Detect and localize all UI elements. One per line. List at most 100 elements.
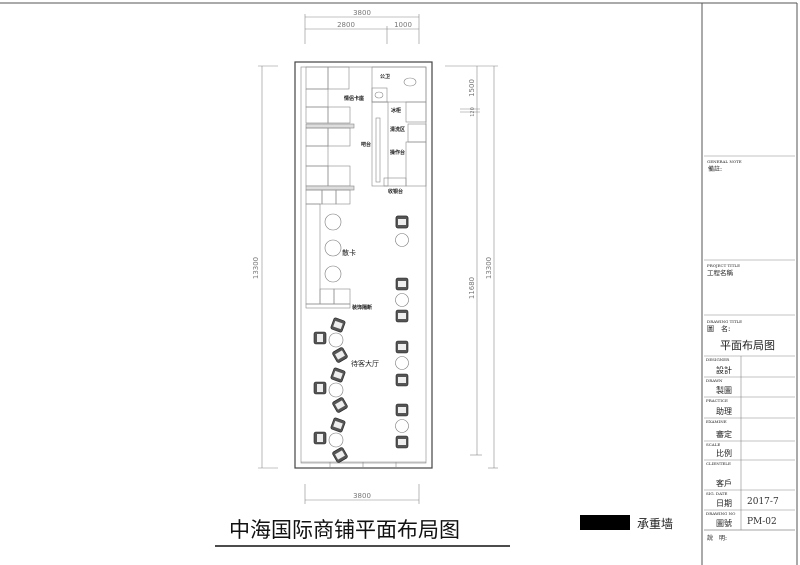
armchair-icon — [313, 381, 327, 395]
round-table — [328, 382, 344, 398]
title-block-row: DESIGNER 設計 — [704, 357, 795, 378]
floor-plan: 公卫 情侣卡座 冰柜 清洗区 吧台 操作台 收银台 散卡 装饰隔断 待客大厅 — [294, 61, 433, 469]
legend-bearing-wall-swatch — [580, 515, 630, 530]
svg-text:2800: 2800 — [337, 21, 355, 29]
title-block-row: CLIENTELE 客戶 — [704, 461, 795, 491]
row-label-zh: 圖號 — [716, 518, 732, 528]
entrance — [301, 461, 426, 468]
svg-text:公卫: 公卫 — [380, 73, 390, 80]
svg-text:DRAWING TITLE: DRAWING TITLE — [707, 319, 742, 324]
armchair-icon — [332, 347, 348, 363]
row-label-en: DRAWING NO — [706, 511, 736, 516]
armchair-icon — [395, 215, 409, 229]
round-table — [324, 213, 342, 231]
armchair-icon — [313, 431, 327, 445]
inner-wall — [300, 66, 427, 464]
round-table — [395, 419, 409, 433]
legend-bearing-wall-label: 承重墙 — [637, 517, 673, 531]
svg-text:平面布局图: 平面布局图 — [720, 339, 775, 352]
armchair-icon — [395, 277, 409, 291]
washbasin — [371, 87, 388, 103]
armchair-icon — [313, 331, 327, 345]
sink — [407, 123, 427, 143]
armchair-icon — [395, 403, 409, 417]
row-label-en: DESIGNER — [706, 357, 730, 362]
svg-text:3800: 3800 — [353, 9, 371, 17]
svg-text:3800: 3800 — [353, 492, 371, 500]
armchair-icon — [395, 373, 409, 387]
outer-wall — [294, 61, 433, 469]
dimension-top: 3800 2800 1000 — [304, 9, 420, 44]
svg-text:備註:: 備註: — [708, 165, 722, 173]
svg-text:清洗区: 清洗区 — [390, 126, 405, 133]
decorative-partition — [305, 303, 351, 309]
svg-text:收银台: 收银台 — [388, 188, 403, 195]
row-label-en: SIG. DATE — [706, 491, 727, 496]
title-block-row: PRACTICE 助理 — [704, 398, 795, 419]
title-block-row: SIG. DATE 日期 2017-7 — [704, 491, 795, 511]
round-table — [328, 332, 344, 348]
title-block: GENERAL NOTE 備註: PROJECT TITLE 工程名稱 DRAW… — [704, 155, 795, 542]
round-table — [395, 356, 409, 370]
tables-and-chairs — [313, 213, 409, 463]
row-label-en: CLIENTELE — [706, 461, 731, 466]
svg-text:吧台: 吧台 — [361, 141, 371, 148]
row-label-zh: 日期 — [716, 499, 732, 508]
svg-text:冰柜: 冰柜 — [391, 107, 401, 114]
row-label-en: SCALE — [706, 442, 720, 447]
svg-text:GENERAL NOTE: GENERAL NOTE — [707, 159, 742, 164]
dimension-right: 1500 120 11680 13300 — [445, 65, 498, 469]
row-label-en: DRAWN — [706, 378, 723, 383]
row-label-zh: 助理 — [716, 406, 732, 416]
fridge — [405, 101, 427, 123]
svg-text:工程名稱: 工程名稱 — [707, 268, 734, 277]
svg-text:13300: 13300 — [485, 257, 493, 279]
round-table — [395, 293, 409, 307]
row-label-zh: 客戶 — [716, 478, 732, 488]
basin-icon — [374, 91, 384, 99]
round-table — [328, 432, 344, 448]
svg-text:待客大厅: 待客大厅 — [351, 359, 379, 368]
svg-text:装饰隔断: 装饰隔断 — [351, 304, 372, 311]
row-label-zh: 比例 — [716, 448, 732, 458]
svg-text:1000: 1000 — [394, 21, 412, 29]
dimension-left: 13300 — [252, 65, 278, 469]
work-counter — [405, 141, 427, 187]
row-value: PM-02 — [747, 517, 777, 527]
round-table — [324, 265, 342, 283]
svg-text:120: 120 — [470, 107, 476, 117]
title-block-row: EXAMINE 審定 — [704, 419, 795, 442]
svg-text:圖 名:: 圖 名: — [707, 324, 730, 333]
svg-text:操作台: 操作台 — [390, 149, 405, 156]
round-table — [324, 239, 342, 257]
title-block-row: DRAWING NO 圖號 PM-02 — [704, 511, 795, 531]
armchair-icon — [332, 447, 348, 463]
armchair-icon — [330, 317, 346, 333]
armchair-icon — [395, 435, 409, 449]
row-label-zh: 設計 — [716, 365, 732, 375]
row-label-en: EXAMINE — [706, 419, 727, 424]
svg-text:1500: 1500 — [468, 79, 476, 97]
svg-text:情侣卡座: 情侣卡座 — [343, 95, 364, 102]
loose-seating-bench — [305, 203, 351, 305]
armchair-icon — [330, 417, 346, 433]
svg-text:散卡: 散卡 — [342, 248, 356, 257]
cashier-counter — [383, 177, 407, 187]
svg-text:PROJECT TITLE: PROJECT TITLE — [707, 263, 740, 268]
row-label-en: PRACTICE — [706, 398, 728, 403]
restroom — [371, 66, 427, 103]
drawing-title: 中海国际商铺平面布局图 — [229, 518, 460, 542]
armchair-icon — [395, 309, 409, 323]
couple-booth — [305, 66, 355, 205]
armchair-icon — [330, 367, 346, 383]
svg-text:13300: 13300 — [252, 257, 260, 279]
row-label-zh: 審定 — [716, 429, 732, 439]
dimension-bottom: 3800 — [304, 484, 420, 504]
armchair-icon — [395, 340, 409, 354]
svg-text:說 明:: 說 明: — [707, 534, 727, 542]
row-value: 2017-7 — [747, 497, 779, 507]
svg-text:11680: 11680 — [468, 277, 476, 299]
